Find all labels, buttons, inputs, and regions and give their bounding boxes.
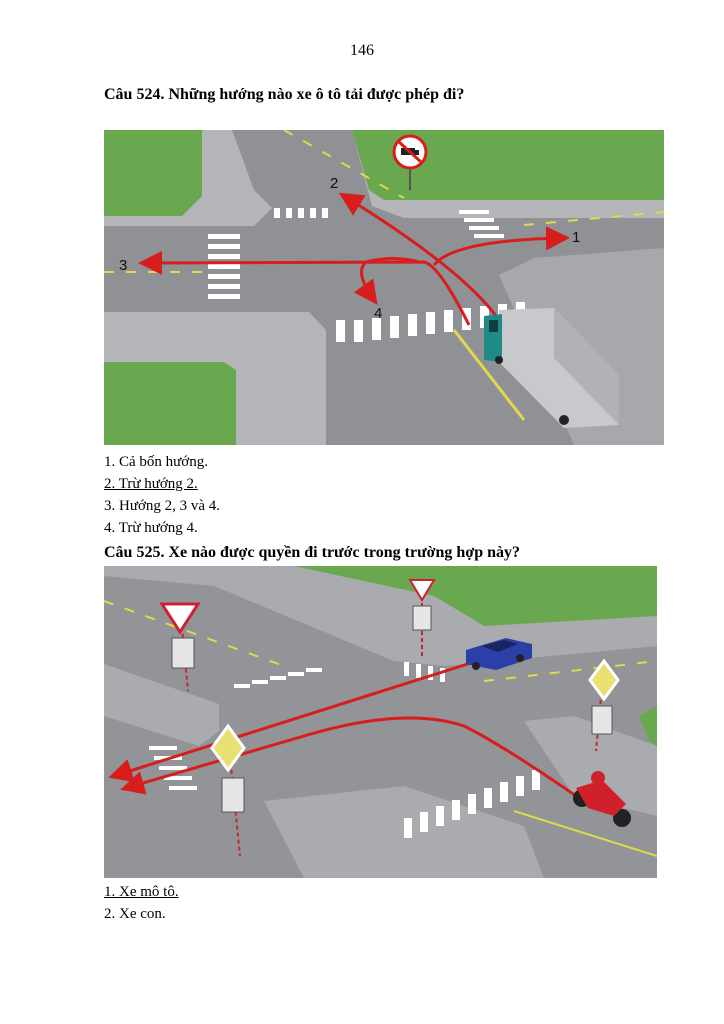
grass-top-left [104,130,202,216]
grass-top-right [294,566,657,626]
label-direction-2: 2 [330,175,338,192]
question-525-title: Câu 525. Xe nào được quyền đi trước tron… [104,544,520,561]
label-direction-4: 4 [374,305,382,322]
label-direction-3: 3 [119,257,127,274]
yield-sign-icon [159,602,201,692]
motorcycle-icon [573,771,631,827]
direction-arrows [138,192,570,326]
car-icon [466,638,532,670]
crosswalks [149,662,540,838]
answer-option[interactable]: 3. Hướng 2, 3 và 4. [104,498,221,514]
priority-road-sign-icon [588,658,620,752]
direction-arrows [108,660,580,800]
intersection-figure-525 [104,566,657,878]
answer-option-correct[interactable]: 2. Trừ hướng 2. [104,476,198,492]
answer-list-524: 1. Cả bốn hướng. 2. Trừ hướng 2. 3. Hướn… [104,451,220,539]
answer-option[interactable]: 1. Cả bốn hướng. [104,454,208,470]
priority-road-sign-icon [210,723,246,857]
grass-bottom-left [104,362,236,445]
answer-option[interactable]: 4. Trừ hướng 4. [104,520,198,536]
answer-option[interactable]: 2. Xe con. [104,906,166,922]
truck-icon [484,308,619,428]
no-trucks-sign-icon [392,134,428,190]
page-number: 146 [350,42,374,59]
label-direction-1: 1 [572,229,580,246]
intersection-figure-524: 1 2 3 4 [104,130,664,445]
answer-list-525: 1. Xe mô tô. 2. Xe con. [104,881,179,925]
answer-option-correct[interactable]: 1. Xe mô tô. [104,884,179,900]
yield-sign-icon [408,579,436,656]
grass-top-right [352,130,664,200]
question-524-title: Câu 524. Những hướng nào xe ô tô tải đượ… [104,86,465,103]
